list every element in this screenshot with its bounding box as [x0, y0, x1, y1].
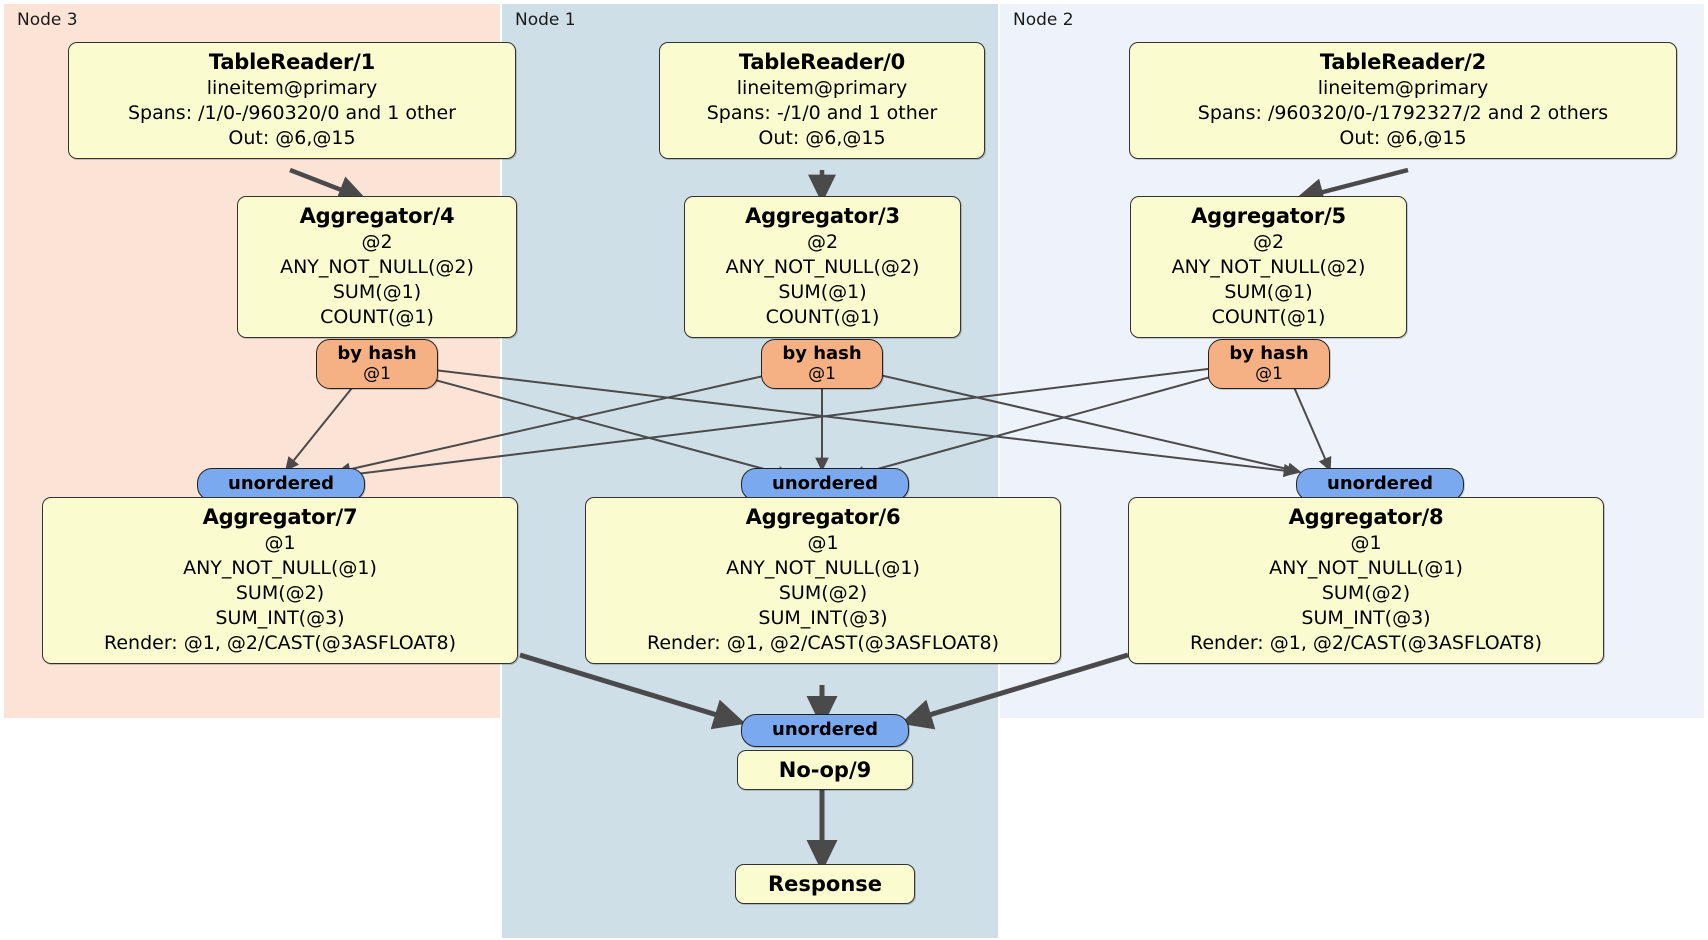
processor-line: SUM(@2): [235, 582, 325, 604]
processor-table-reader-2[interactable]: TableReader/2 lineitem@primary Spans: /9…: [1129, 42, 1677, 159]
processor-line: ANY_NOT_NULL(@2): [1171, 256, 1366, 278]
synchronizer-label: unordered: [772, 719, 878, 740]
processor-line: Render: @1, @2/CAST(@3ASFLOAT8): [1190, 632, 1542, 654]
processor-title: Aggregator/3: [745, 204, 900, 228]
processor-aggregator-7[interactable]: Aggregator/7 @1 ANY_NOT_NULL(@1) SUM(@2)…: [42, 497, 518, 664]
router-by-hash-left[interactable]: by hash @1: [316, 339, 438, 389]
processor-title: TableReader/2: [1319, 50, 1487, 74]
node-label-node3: Node 3: [17, 10, 78, 30]
router-type-label: by hash: [337, 343, 417, 364]
processor-line: SUM_INT(@3): [1301, 607, 1431, 629]
processor-noop-9[interactable]: No-op/9: [737, 750, 913, 790]
processor-line: @1: [807, 532, 839, 554]
processor-line: @1: [264, 532, 296, 554]
processor-line: @2: [806, 231, 839, 253]
node-label-node1: Node 1: [515, 10, 576, 30]
synchronizer-unordered-final[interactable]: unordered: [741, 714, 909, 747]
processor-line: COUNT(@1): [320, 306, 434, 328]
processor-line: Out: @6,@15: [228, 127, 356, 149]
processor-aggregator-6[interactable]: Aggregator/6 @1 ANY_NOT_NULL(@1) SUM(@2)…: [585, 497, 1061, 664]
router-type-label: by hash: [1229, 343, 1309, 364]
router-column-label: @1: [363, 364, 391, 384]
processor-line: ANY_NOT_NULL(@2): [725, 256, 920, 278]
processor-line: lineitem@primary: [206, 77, 378, 99]
router-type-label: by hash: [782, 343, 862, 364]
synchronizer-label: unordered: [228, 473, 334, 494]
processor-title: Aggregator/6: [745, 505, 901, 529]
processor-title: Aggregator/5: [1191, 204, 1346, 228]
synchronizer-label: unordered: [772, 473, 878, 494]
processor-aggregator-4[interactable]: Aggregator/4 @2 ANY_NOT_NULL(@2) SUM(@1)…: [237, 196, 517, 338]
processor-line: ANY_NOT_NULL(@1): [1269, 557, 1463, 579]
processor-title: No-op/9: [778, 758, 872, 782]
processor-line: SUM_INT(@3): [758, 607, 888, 629]
synchronizer-unordered-mid[interactable]: unordered: [741, 468, 909, 501]
processor-aggregator-3[interactable]: Aggregator/3 @2 ANY_NOT_NULL(@2) SUM(@1)…: [684, 196, 961, 338]
processor-line: SUM(@1): [332, 281, 422, 303]
router-column-label: @1: [1255, 364, 1283, 384]
processor-aggregator-5[interactable]: Aggregator/5 @2 ANY_NOT_NULL(@2) SUM(@1)…: [1130, 196, 1407, 338]
processor-title: Aggregator/4: [299, 204, 455, 228]
processor-response[interactable]: Response: [735, 864, 915, 904]
processor-line: lineitem@primary: [1317, 77, 1489, 99]
synchronizer-label: unordered: [1327, 473, 1433, 494]
processor-line: Render: @1, @2/CAST(@3ASFLOAT8): [104, 632, 456, 654]
processor-line: SUM(@2): [778, 582, 868, 604]
processor-line: @2: [361, 231, 393, 253]
router-by-hash-right[interactable]: by hash @1: [1208, 339, 1330, 389]
processor-line: COUNT(@1): [765, 306, 880, 328]
processor-title: TableReader/1: [208, 50, 376, 74]
router-column-label: @1: [808, 364, 836, 384]
processor-line: ANY_NOT_NULL(@1): [726, 557, 920, 579]
processor-aggregator-8[interactable]: Aggregator/8 @1 ANY_NOT_NULL(@1) SUM(@2)…: [1128, 497, 1604, 664]
processor-line: ANY_NOT_NULL(@2): [280, 256, 474, 278]
processor-line: Spans: -/1/0 and 1 other: [706, 102, 938, 124]
processor-table-reader-0[interactable]: TableReader/0 lineitem@primary Spans: -/…: [659, 42, 985, 159]
processor-line: COUNT(@1): [1211, 306, 1326, 328]
processor-line: SUM(@1): [1224, 281, 1313, 303]
processor-title: Aggregator/7: [202, 505, 358, 529]
processor-line: Spans: /1/0-/960320/0 and 1 other: [128, 102, 456, 124]
processor-line: Out: @6,@15: [1339, 127, 1467, 149]
processor-line: @2: [1252, 231, 1285, 253]
processor-line: lineitem@primary: [736, 77, 908, 99]
node-label-node2: Node 2: [1013, 10, 1074, 30]
router-by-hash-mid[interactable]: by hash @1: [761, 339, 883, 389]
processor-title: TableReader/0: [738, 50, 906, 74]
processor-line: Spans: /960320/0-/1792327/2 and 2 others: [1197, 102, 1609, 124]
processor-title: Response: [767, 872, 883, 896]
processor-line: ANY_NOT_NULL(@1): [183, 557, 377, 579]
processor-line: SUM(@2): [1321, 582, 1411, 604]
processor-table-reader-1[interactable]: TableReader/1 lineitem@primary Spans: /1…: [68, 42, 516, 159]
processor-title: Aggregator/8: [1288, 505, 1444, 529]
processor-line: SUM(@1): [778, 281, 867, 303]
processor-line: Render: @1, @2/CAST(@3ASFLOAT8): [647, 632, 999, 654]
processor-line: SUM_INT(@3): [215, 607, 345, 629]
processor-line: Out: @6,@15: [758, 127, 886, 149]
processor-line: @1: [1350, 532, 1382, 554]
